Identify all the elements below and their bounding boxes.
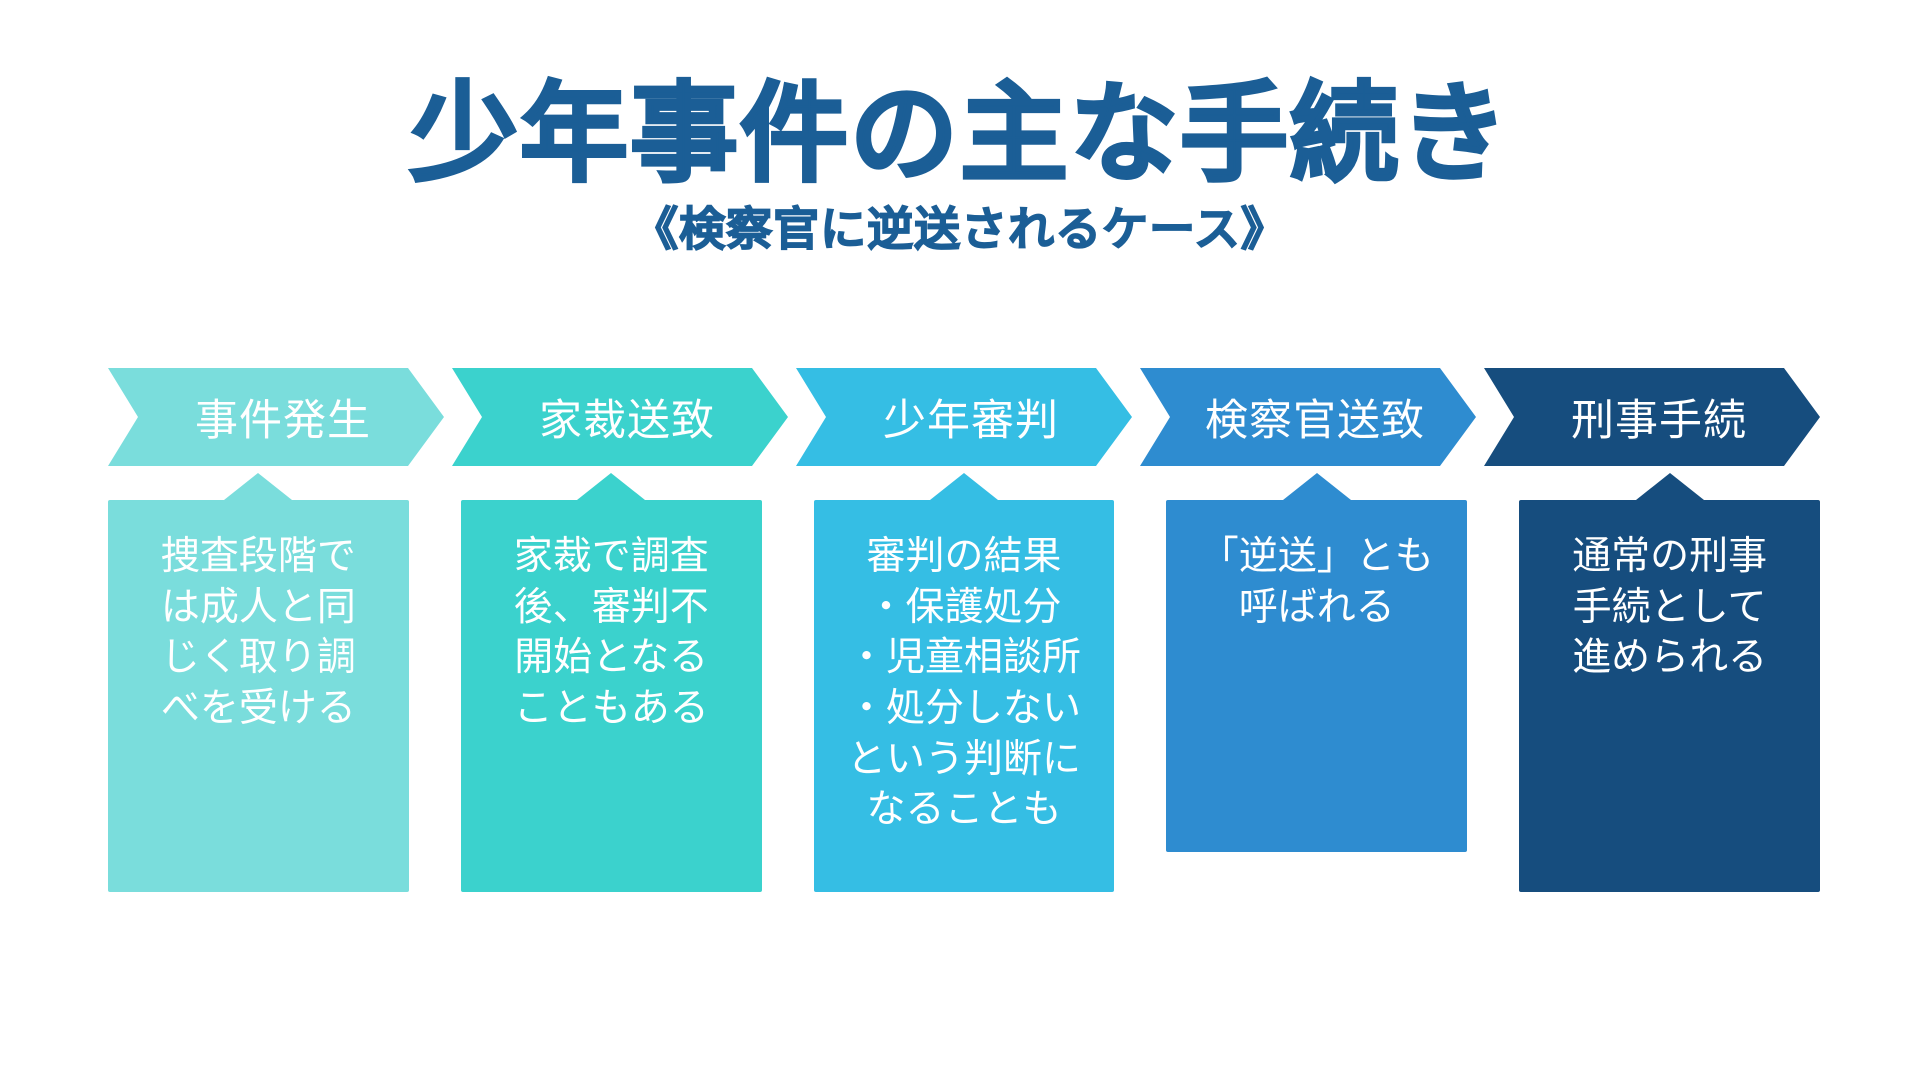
flow-step-label: 家裁送致 (539, 397, 715, 445)
detail-card-5: 通常の刑事 手続として 進められる (1519, 473, 1820, 892)
flow-step-label: 少年審判 (883, 397, 1059, 445)
detail-card-text: 家裁で調査 後、審判不 開始となる こともある (513, 535, 709, 731)
detail-card-1: 捜査段階で は成人と同 じく取り調 べを受ける (108, 473, 409, 892)
flow-step-label: 事件発生 (195, 397, 371, 445)
pointer-triangle-icon (1635, 473, 1704, 500)
chevron-shape (452, 368, 788, 466)
flow-step-3: 少年審判 (796, 368, 1132, 466)
process-flow-row: 事件発生 家裁送致 少年審判 検察官送致 刑事手続 (108, 368, 1820, 466)
flow-step-4: 検察官送致 (1140, 368, 1476, 466)
chevron-shape (1484, 368, 1820, 466)
flow-step-5: 刑事手続 (1484, 368, 1820, 466)
pointer-triangle-icon (577, 473, 646, 500)
flow-step-label: 刑事手続 (1571, 397, 1747, 445)
flow-step-1: 事件発生 (108, 368, 444, 466)
page-subtitle: 《検察官に逆送されるケース》 (631, 203, 1288, 256)
chevron-shape (1140, 368, 1476, 466)
page-title: 少年事件の主な手続き (408, 73, 1510, 194)
detail-card-4: 「逆送」とも 呼ばれる (1166, 473, 1468, 852)
pointer-triangle-icon (1282, 473, 1351, 500)
detail-card-text: 捜査段階で は成人と同 じく取り調 べを受ける (160, 535, 356, 731)
pointer-triangle-icon (224, 473, 293, 500)
detail-card-3: 審判の結果 ・保護処分 ・児童相談所 ・処分しない という判断に なることも (813, 473, 1115, 892)
detail-card-text: 通常の刑事 手続として 進められる (1572, 535, 1768, 680)
flow-step-2: 家裁送致 (452, 368, 788, 466)
pointer-triangle-icon (929, 473, 998, 500)
detail-card-text: 「逆送」とも 呼ばれる (1199, 535, 1434, 629)
detail-card-row: 捜査段階で は成人と同 じく取り調 べを受ける 家裁で調査 後、審判不 開始とな… (108, 473, 1820, 960)
chevron-shape (796, 368, 1132, 466)
chevron-shape (108, 368, 444, 466)
flow-step-label: 検察官送致 (1205, 397, 1425, 445)
detail-card-text: 審判の結果 ・保護処分 ・児童相談所 ・処分しない という判断に なることも (846, 535, 1081, 832)
header: 少年事件の主な手続き 《検察官に逆送されるケース》 (0, 0, 1920, 255)
detail-card-2: 家裁で調査 後、審判不 開始となる こともある (460, 473, 762, 892)
